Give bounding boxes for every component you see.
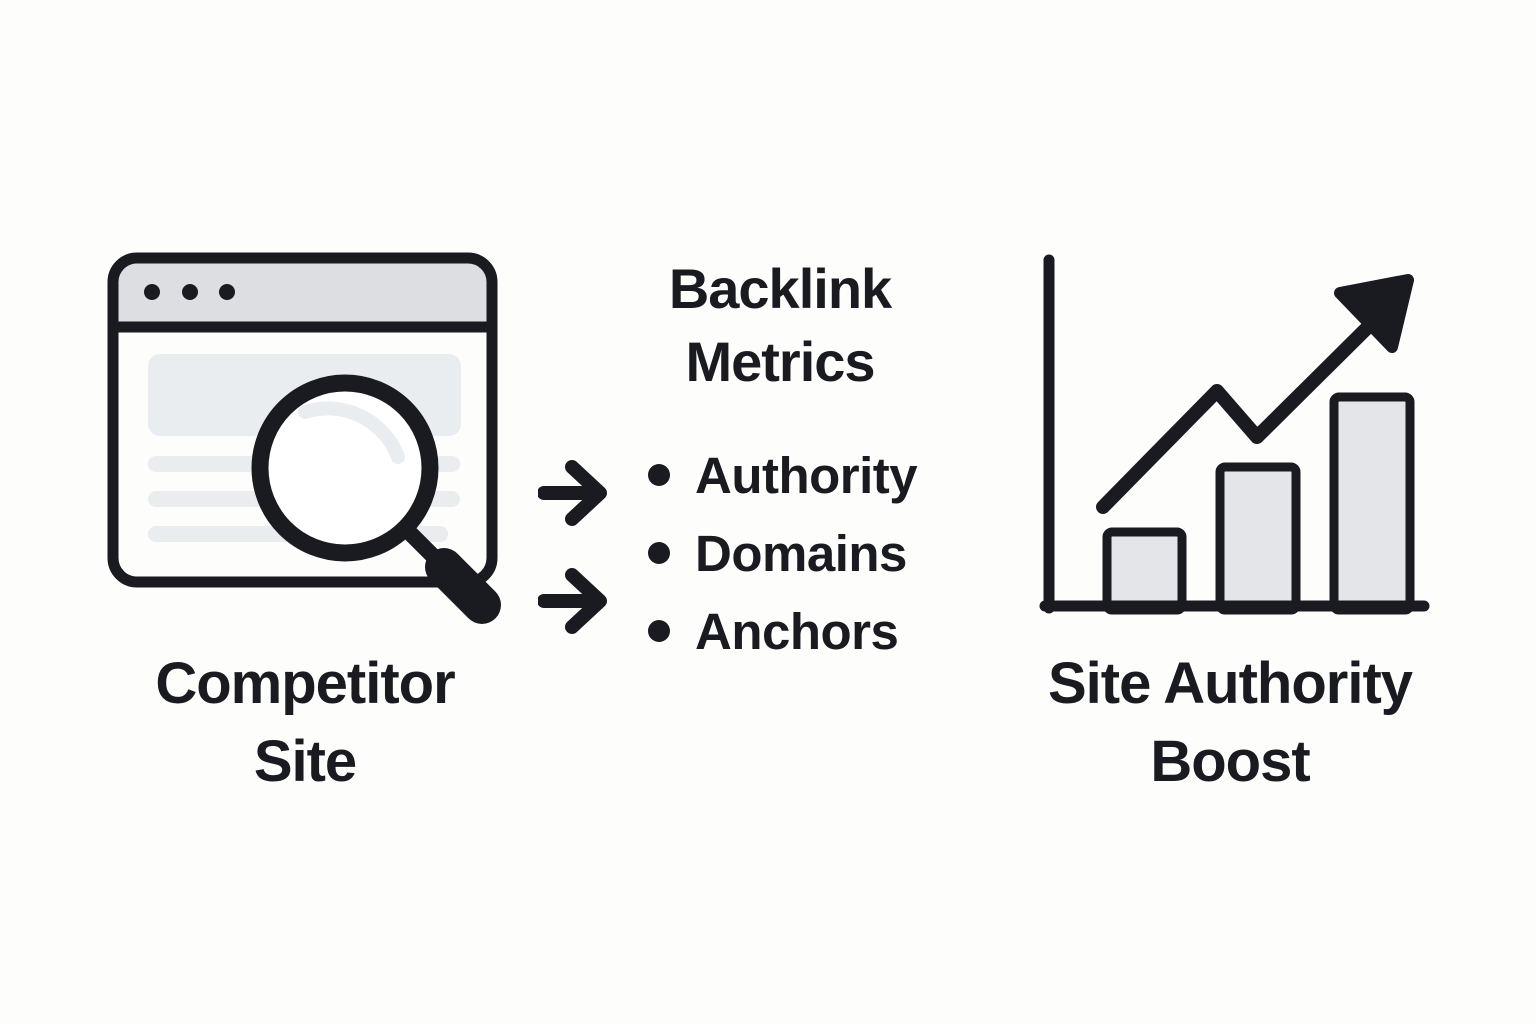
window-dot — [144, 284, 160, 300]
metrics-bullet-item: Domains — [648, 523, 917, 583]
magnifier-handle — [425, 548, 501, 624]
left-figure-label-line2: Site — [253, 729, 357, 794]
left-figure-label-line1: Competitor — [155, 651, 455, 716]
right-figure-label-line1: Site Authority — [1047, 651, 1413, 716]
metrics-bullet-list: Authority Domains Anchors — [648, 445, 918, 679]
bullet-label: Authority — [695, 446, 918, 504]
lens-reflection — [298, 401, 405, 464]
bullet-icon — [648, 542, 670, 564]
trend-line — [1096, 317, 1378, 514]
metrics-heading-line2: Metrics — [685, 330, 875, 393]
browser-frame — [107, 252, 498, 588]
metrics-bullet-item: Anchors — [648, 601, 917, 661]
metrics-heading-line1: Backlink — [668, 257, 892, 320]
magnifier-lens — [261, 384, 429, 552]
window-dot — [219, 284, 235, 300]
right-figure-label-line2: Boost — [1150, 729, 1310, 794]
bullet-icon — [648, 620, 670, 642]
magnifier-ring — [251, 374, 439, 562]
chart-bar-large — [1329, 392, 1415, 615]
bullet-icon — [648, 464, 670, 486]
chart-bar-small — [1102, 527, 1187, 615]
metrics-bullet-item: Authority — [648, 445, 918, 505]
bullet-label: Anchors — [695, 602, 899, 660]
right-figure-label: Site Authority Boost — [1010, 645, 1450, 801]
left-figure-label: Competitor Site — [85, 645, 525, 801]
right-arrow-icon — [538, 568, 607, 634]
metrics-heading: Backlink Metrics — [560, 252, 1000, 398]
browser-magnifier-icon — [107, 252, 501, 624]
window-dot — [182, 284, 198, 300]
magnifier-neck — [398, 521, 439, 562]
right-arrow-icon — [538, 460, 607, 526]
trend-arrowhead — [1334, 274, 1414, 353]
bullet-label: Domains — [695, 524, 907, 582]
chart-bar-medium — [1215, 462, 1301, 615]
growth-bar-chart-icon — [1039, 254, 1430, 615]
browser-titlebar — [113, 258, 492, 327]
